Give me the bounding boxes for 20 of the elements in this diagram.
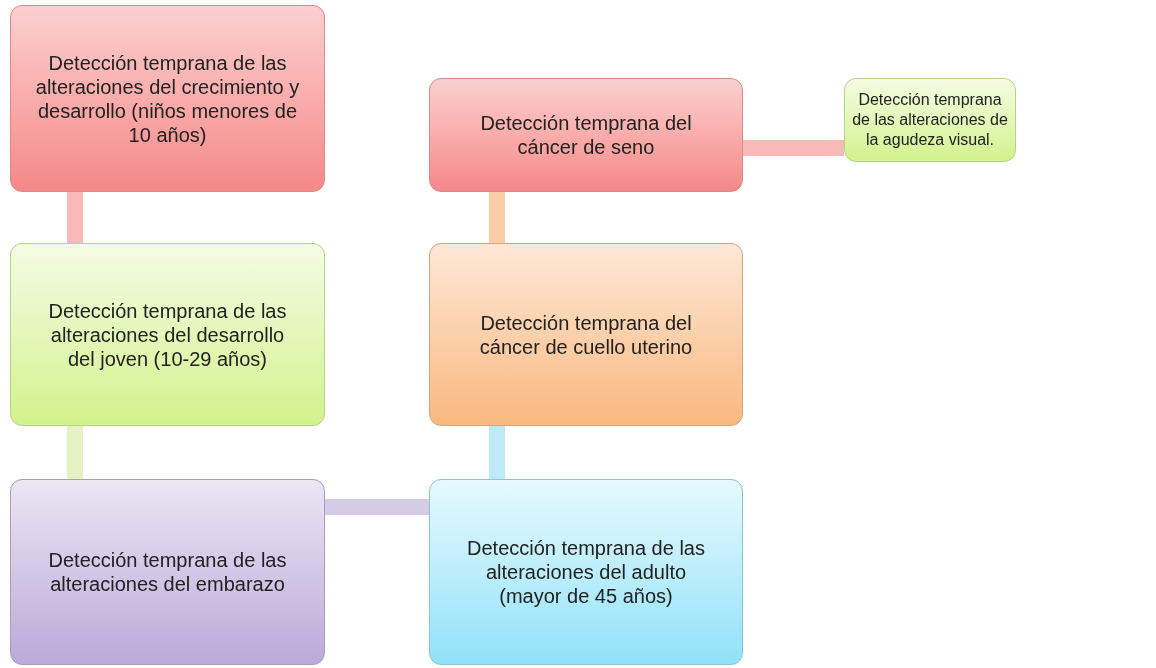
- box-text: Detección temprana del cáncer de seno: [479, 111, 693, 159]
- connector-bar: [489, 426, 505, 479]
- rounded-box: [429, 479, 743, 665]
- rounded-box: [10, 243, 325, 426]
- rounded-box: [844, 78, 1016, 162]
- connector-bar: [489, 192, 505, 243]
- box-text: Detección temprana de las alteraciones del adulto (mayor de 45 años): [466, 536, 706, 608]
- box-text: Detección temprana del cáncer de cuello uterino: [478, 310, 694, 359]
- rounded-box: [429, 78, 743, 192]
- box-text: Detección temprana de las alteraciones de la agudeza visual.: [851, 90, 1009, 150]
- rounded-box: [10, 479, 325, 665]
- box-text: Detección temprana de las alteraciones del crecimiento y desarrollo (niños menores de 10 años): [35, 50, 300, 147]
- connector-bar: [67, 426, 83, 479]
- box-text: Detección temprana de las alteraciones del desarrollo del joven (10-29 años): [47, 298, 288, 371]
- connector-bar: [67, 192, 83, 243]
- rounded-box: [10, 5, 325, 192]
- connector-bar: [743, 140, 844, 156]
- box-text: Detección temprana de las alteraciones del embarazo: [47, 548, 288, 596]
- connector-bar: [325, 499, 429, 515]
- rounded-box: [429, 243, 743, 426]
